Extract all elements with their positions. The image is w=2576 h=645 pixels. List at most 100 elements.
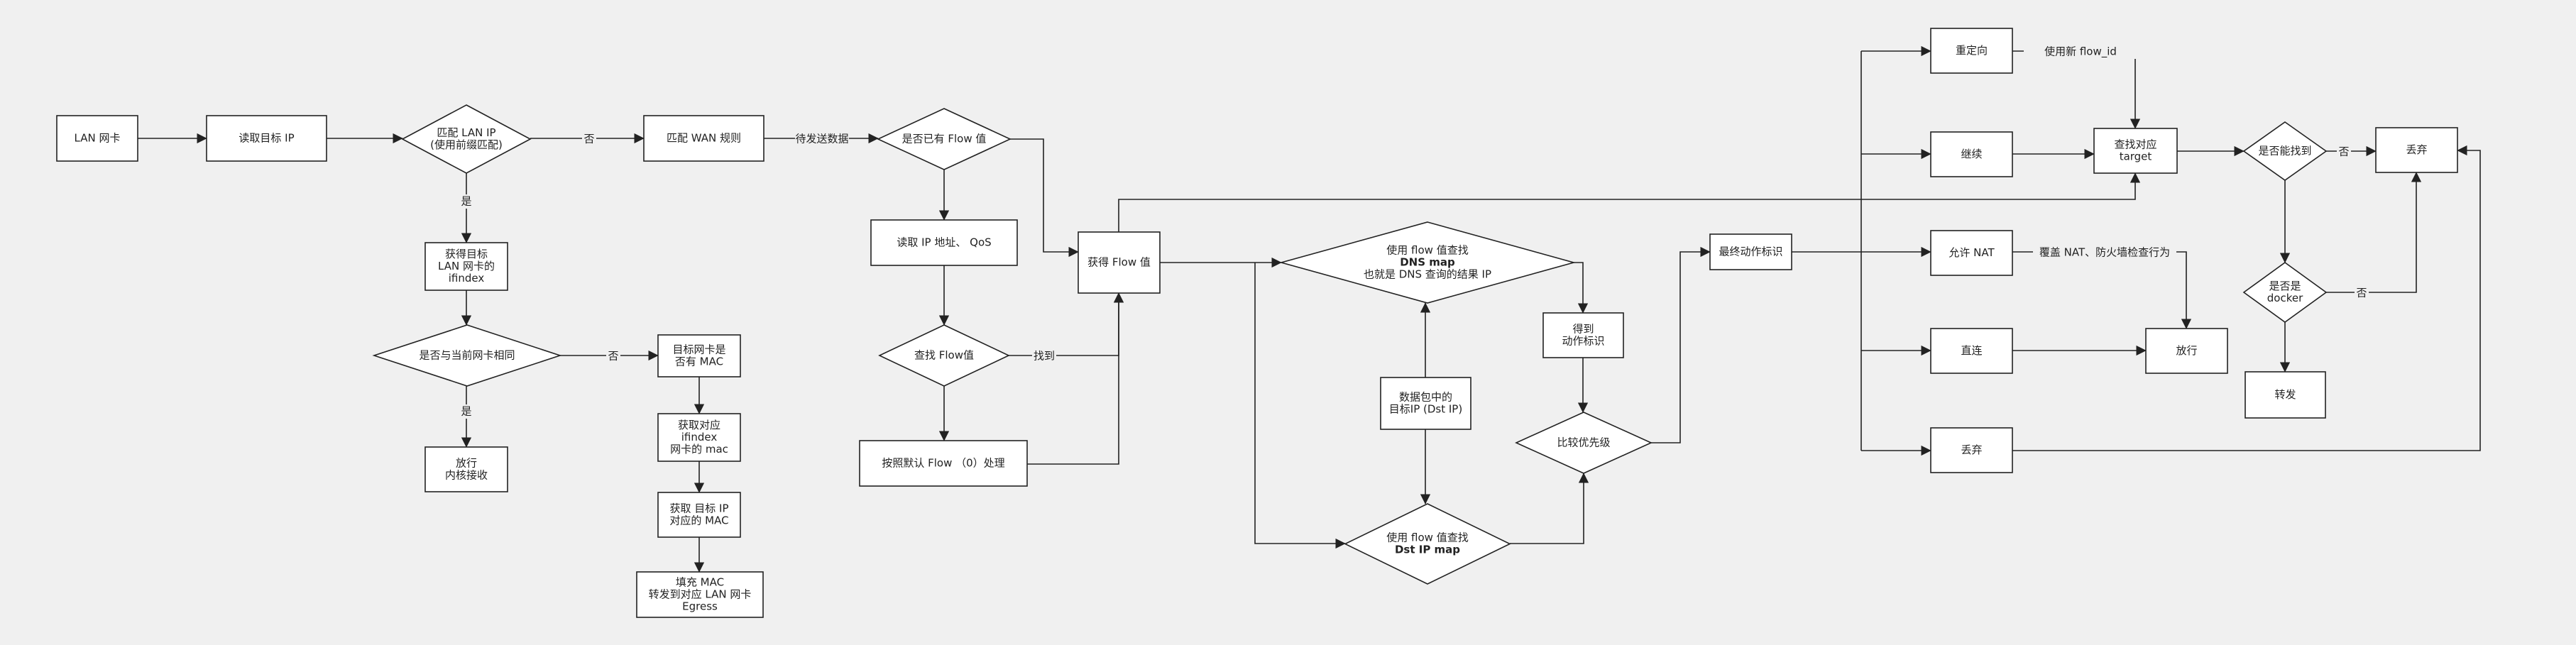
node-label-line: (使用前缀匹配) <box>430 138 503 151</box>
node-label-line: 目标网卡是 <box>672 343 725 356</box>
edge-label-bg <box>459 194 473 209</box>
node-label-line: 允许 NAT <box>1949 246 1995 259</box>
edge-label-use-new-flow-id: 使用新 flow_id <box>2044 45 2117 59</box>
node-has-flow-value: 是否已有 Flow 值 <box>877 108 1012 170</box>
edge-label-bg <box>795 132 849 146</box>
node-label-line: 查找 Flow值 <box>914 349 974 362</box>
node-label-line: 目标IP (Dst IP) <box>1389 403 1462 416</box>
node-label-line: DNS map <box>1400 256 1455 269</box>
edge-lookup-to-flowval <box>1009 292 1124 356</box>
edge-hasflow-to-flowval <box>1010 138 1079 258</box>
edge-label-bg <box>2355 286 2369 300</box>
edge-label-no-find: 否 <box>2338 145 2349 158</box>
node-label-line: 比较优先级 <box>1557 436 1610 449</box>
edge-label-bg <box>2024 45 2137 59</box>
edge-dstip-to-compare <box>1510 473 1589 544</box>
node-allow-nat: 允许 NAT <box>1930 230 2013 276</box>
node-label-line: 匹配 LAN IP <box>437 126 495 139</box>
node-label-line: 是否与当前网卡相同 <box>419 349 515 362</box>
node-diamond <box>878 324 1010 387</box>
edge-label-yes-same: 是 <box>461 405 471 418</box>
edge-label-bg <box>459 404 473 419</box>
node-box <box>56 115 138 162</box>
node-drop-left: 丢弃 <box>1930 427 2013 473</box>
node-box <box>657 334 741 377</box>
node-label-line: 内核接收 <box>445 469 488 482</box>
edge-label-bg <box>582 132 596 146</box>
edge-default-to-flowval <box>1027 292 1124 465</box>
node-label-line: 读取目标 IP <box>239 132 294 145</box>
node-label-line: 否有 MAC <box>675 355 723 368</box>
node-box <box>1709 233 1792 270</box>
node-label-line: ifindex <box>681 431 718 443</box>
node-match-wan-rule: 匹配 WAN 规则 <box>643 115 764 162</box>
node-box <box>1930 427 2013 473</box>
node-box <box>424 446 508 492</box>
edge-label-no-docker: 否 <box>2356 287 2367 299</box>
edge-label-to-send-data: 待发送数据 <box>795 133 848 145</box>
node-diamond <box>1344 503 1511 585</box>
node-label-line: 丢弃 <box>2406 143 2427 156</box>
edge-docker-to-drop <box>2326 172 2422 293</box>
node-diamond <box>1515 412 1653 474</box>
node-direct: 直连 <box>1930 328 2013 374</box>
node-box <box>870 219 1018 266</box>
edge-redirect-to-target <box>2012 50 2141 129</box>
node-match-lan-ip: 匹配 LAN IP(使用前缀匹配) <box>401 104 532 174</box>
edge-label-override-nat: 覆盖 NAT、防火墙检查行为 <box>2039 246 2170 259</box>
node-label-line: ifindex <box>449 272 485 285</box>
node-compare-priority: 比较优先级 <box>1515 412 1653 474</box>
node-label-line: docker <box>2267 292 2303 304</box>
node-box <box>1930 28 2013 74</box>
node-label-line: 直连 <box>1961 344 1982 357</box>
node-box <box>1930 131 2013 177</box>
edge-label-no-same: 否 <box>608 350 618 363</box>
node-diamond <box>372 324 562 387</box>
node-label-line: Egress <box>682 600 718 613</box>
node-pass-right: 放行 <box>2145 328 2228 374</box>
edge-label-yes-lan: 是 <box>461 195 471 208</box>
node-label-line: 查找对应 <box>2114 138 2156 151</box>
edge-label-bg <box>2033 246 2176 260</box>
edges-layer <box>138 45 2481 573</box>
node-label-line: 得到 <box>1572 323 1594 336</box>
node-label-line: 获得 Flow 值 <box>1087 256 1151 269</box>
node-diamond <box>2242 121 2328 181</box>
node-label-line: 转发 <box>2274 388 2296 401</box>
node-lan-nic: LAN 网卡 <box>56 115 138 162</box>
node-can-find: 是否能找到 <box>2242 121 2328 181</box>
node-label-line: Dst IP map <box>1395 544 1460 556</box>
node-diamond <box>1279 221 1576 304</box>
node-box <box>1930 230 2013 276</box>
node-label-line: 对应的 MAC <box>669 514 728 527</box>
node-label-line: 继续 <box>1961 148 1982 160</box>
edge-dns-to-action <box>1574 262 1589 314</box>
node-box <box>2093 128 2178 174</box>
node-label-line: 匹配 WAN 规则 <box>667 132 741 145</box>
node-label-line: 是否已有 Flow 值 <box>902 133 987 145</box>
node-label-line: 读取 IP 地址、 QoS <box>897 236 991 249</box>
edge-flowval-to-target <box>1118 172 2141 232</box>
node-diamond <box>401 104 532 174</box>
node-redirect: 重定向 <box>1930 28 2013 74</box>
node-default-flow: 按照默认 Flow （0）处理 <box>859 440 1028 487</box>
node-box <box>1542 312 1624 358</box>
node-box <box>1930 328 2013 374</box>
edge-label-bg <box>606 349 620 363</box>
node-label-line: 最终动作标识 <box>1719 246 1782 258</box>
node-label-line: 也就是 DNS 查询的结果 IP <box>1364 268 1491 281</box>
node-box <box>1380 377 1471 430</box>
edge-label-bg <box>2337 145 2351 159</box>
node-box <box>2375 127 2458 173</box>
node-label-line: 获取对应 <box>678 419 720 431</box>
node-box <box>1078 231 1161 294</box>
edge-drop-to-dropright <box>2012 145 2481 451</box>
